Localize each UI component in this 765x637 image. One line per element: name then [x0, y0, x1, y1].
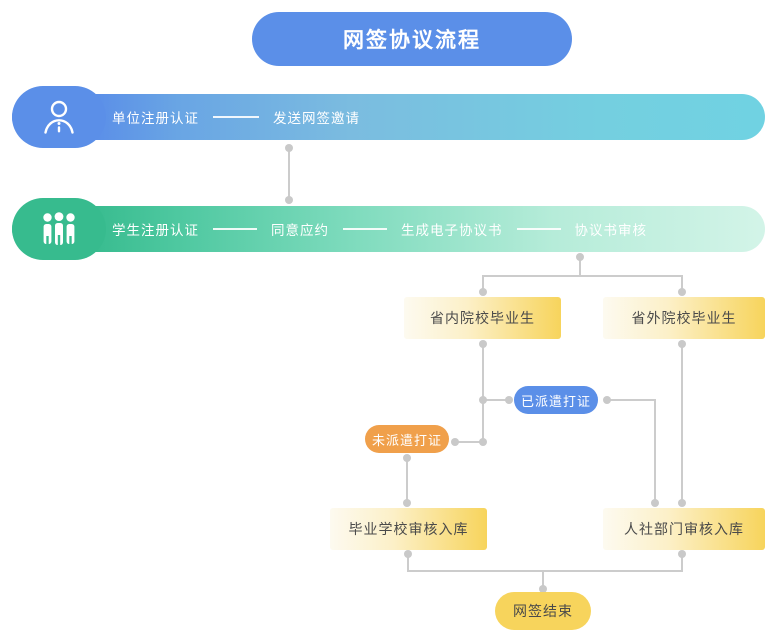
- lane-employer-step-1: 发送网签邀请: [273, 111, 360, 126]
- connector-dot: [285, 196, 293, 204]
- connector-to-dispatched: [482, 399, 510, 401]
- lane-student-steps: 学生注册认证 同意应约 生成电子协议书 协议书审核: [112, 206, 647, 252]
- connector-merge-stem: [542, 570, 544, 589]
- step-connector-dash: [213, 116, 259, 118]
- connector-dispatched-right: [606, 399, 656, 401]
- lane-student-icon-cap: [12, 198, 106, 260]
- connector-undispatched-down: [406, 457, 408, 502]
- connector-dot: [678, 340, 686, 348]
- connector-outside-down: [681, 343, 683, 502]
- lane-employer-steps: 单位注册认证 发送网签邀请: [112, 94, 360, 140]
- connector-branch-left: [482, 275, 484, 290]
- step-connector-dash: [343, 228, 387, 230]
- connector-merge-bar: [407, 570, 683, 572]
- node-end[interactable]: 网签结束: [495, 592, 591, 630]
- step-connector-dash: [213, 228, 257, 230]
- connector-dot: [651, 499, 659, 507]
- page-title: 网签协议流程: [252, 12, 572, 66]
- lane-student-step-3: 协议书审核: [574, 223, 647, 238]
- single-person-icon: [41, 98, 77, 136]
- connector-dot: [678, 550, 686, 558]
- lane-student-bar: [12, 206, 765, 252]
- connector-lane1-lane2: [288, 148, 290, 200]
- connector-inside-down: [482, 343, 484, 443]
- lane-student-step-2: 生成电子协议书: [401, 223, 503, 238]
- connector-branch-bar: [482, 275, 683, 277]
- step-connector-dash: [516, 228, 561, 230]
- connector-dot: [678, 288, 686, 296]
- connector-dot: [479, 340, 487, 348]
- connector-dot: [451, 438, 459, 446]
- connector-dot: [285, 144, 293, 152]
- connector-school-down: [407, 553, 409, 571]
- lane-student-step-1: 同意应约: [271, 223, 329, 238]
- lane-employer-step-0: 单位注册认证: [112, 111, 199, 126]
- node-province-outside[interactable]: 省外院校毕业生: [603, 297, 765, 339]
- connector-branch-right: [681, 275, 683, 290]
- connector-dot: [479, 396, 487, 404]
- connector-dispatched-down: [654, 399, 656, 502]
- connector-dot: [479, 288, 487, 296]
- connector-dot: [603, 396, 611, 404]
- connector-hr-down: [681, 553, 683, 571]
- node-dispatched[interactable]: 已派遣打证: [514, 386, 598, 414]
- connector-dot: [678, 499, 686, 507]
- connector-dot: [404, 550, 412, 558]
- connector-dot: [539, 585, 547, 593]
- connector-branch-stem: [579, 256, 581, 276]
- connector-dot: [403, 454, 411, 462]
- group-people-icon: [39, 212, 79, 246]
- node-school-audit[interactable]: 毕业学校审核入库: [330, 508, 487, 550]
- lane-student-step-0: 学生注册认证: [112, 223, 199, 238]
- connector-dot: [403, 499, 411, 507]
- connector-to-undispatched: [454, 441, 482, 443]
- connector-dot: [479, 438, 487, 446]
- node-hr-audit[interactable]: 人社部门审核入库: [603, 508, 765, 550]
- connector-dot: [505, 396, 513, 404]
- connector-dot: [576, 253, 584, 261]
- lane-employer-bar: [12, 94, 765, 140]
- node-undispatched[interactable]: 未派遣打证: [365, 425, 449, 453]
- lane-employer-icon-cap: [12, 86, 106, 148]
- node-province-inside[interactable]: 省内院校毕业生: [404, 297, 561, 339]
